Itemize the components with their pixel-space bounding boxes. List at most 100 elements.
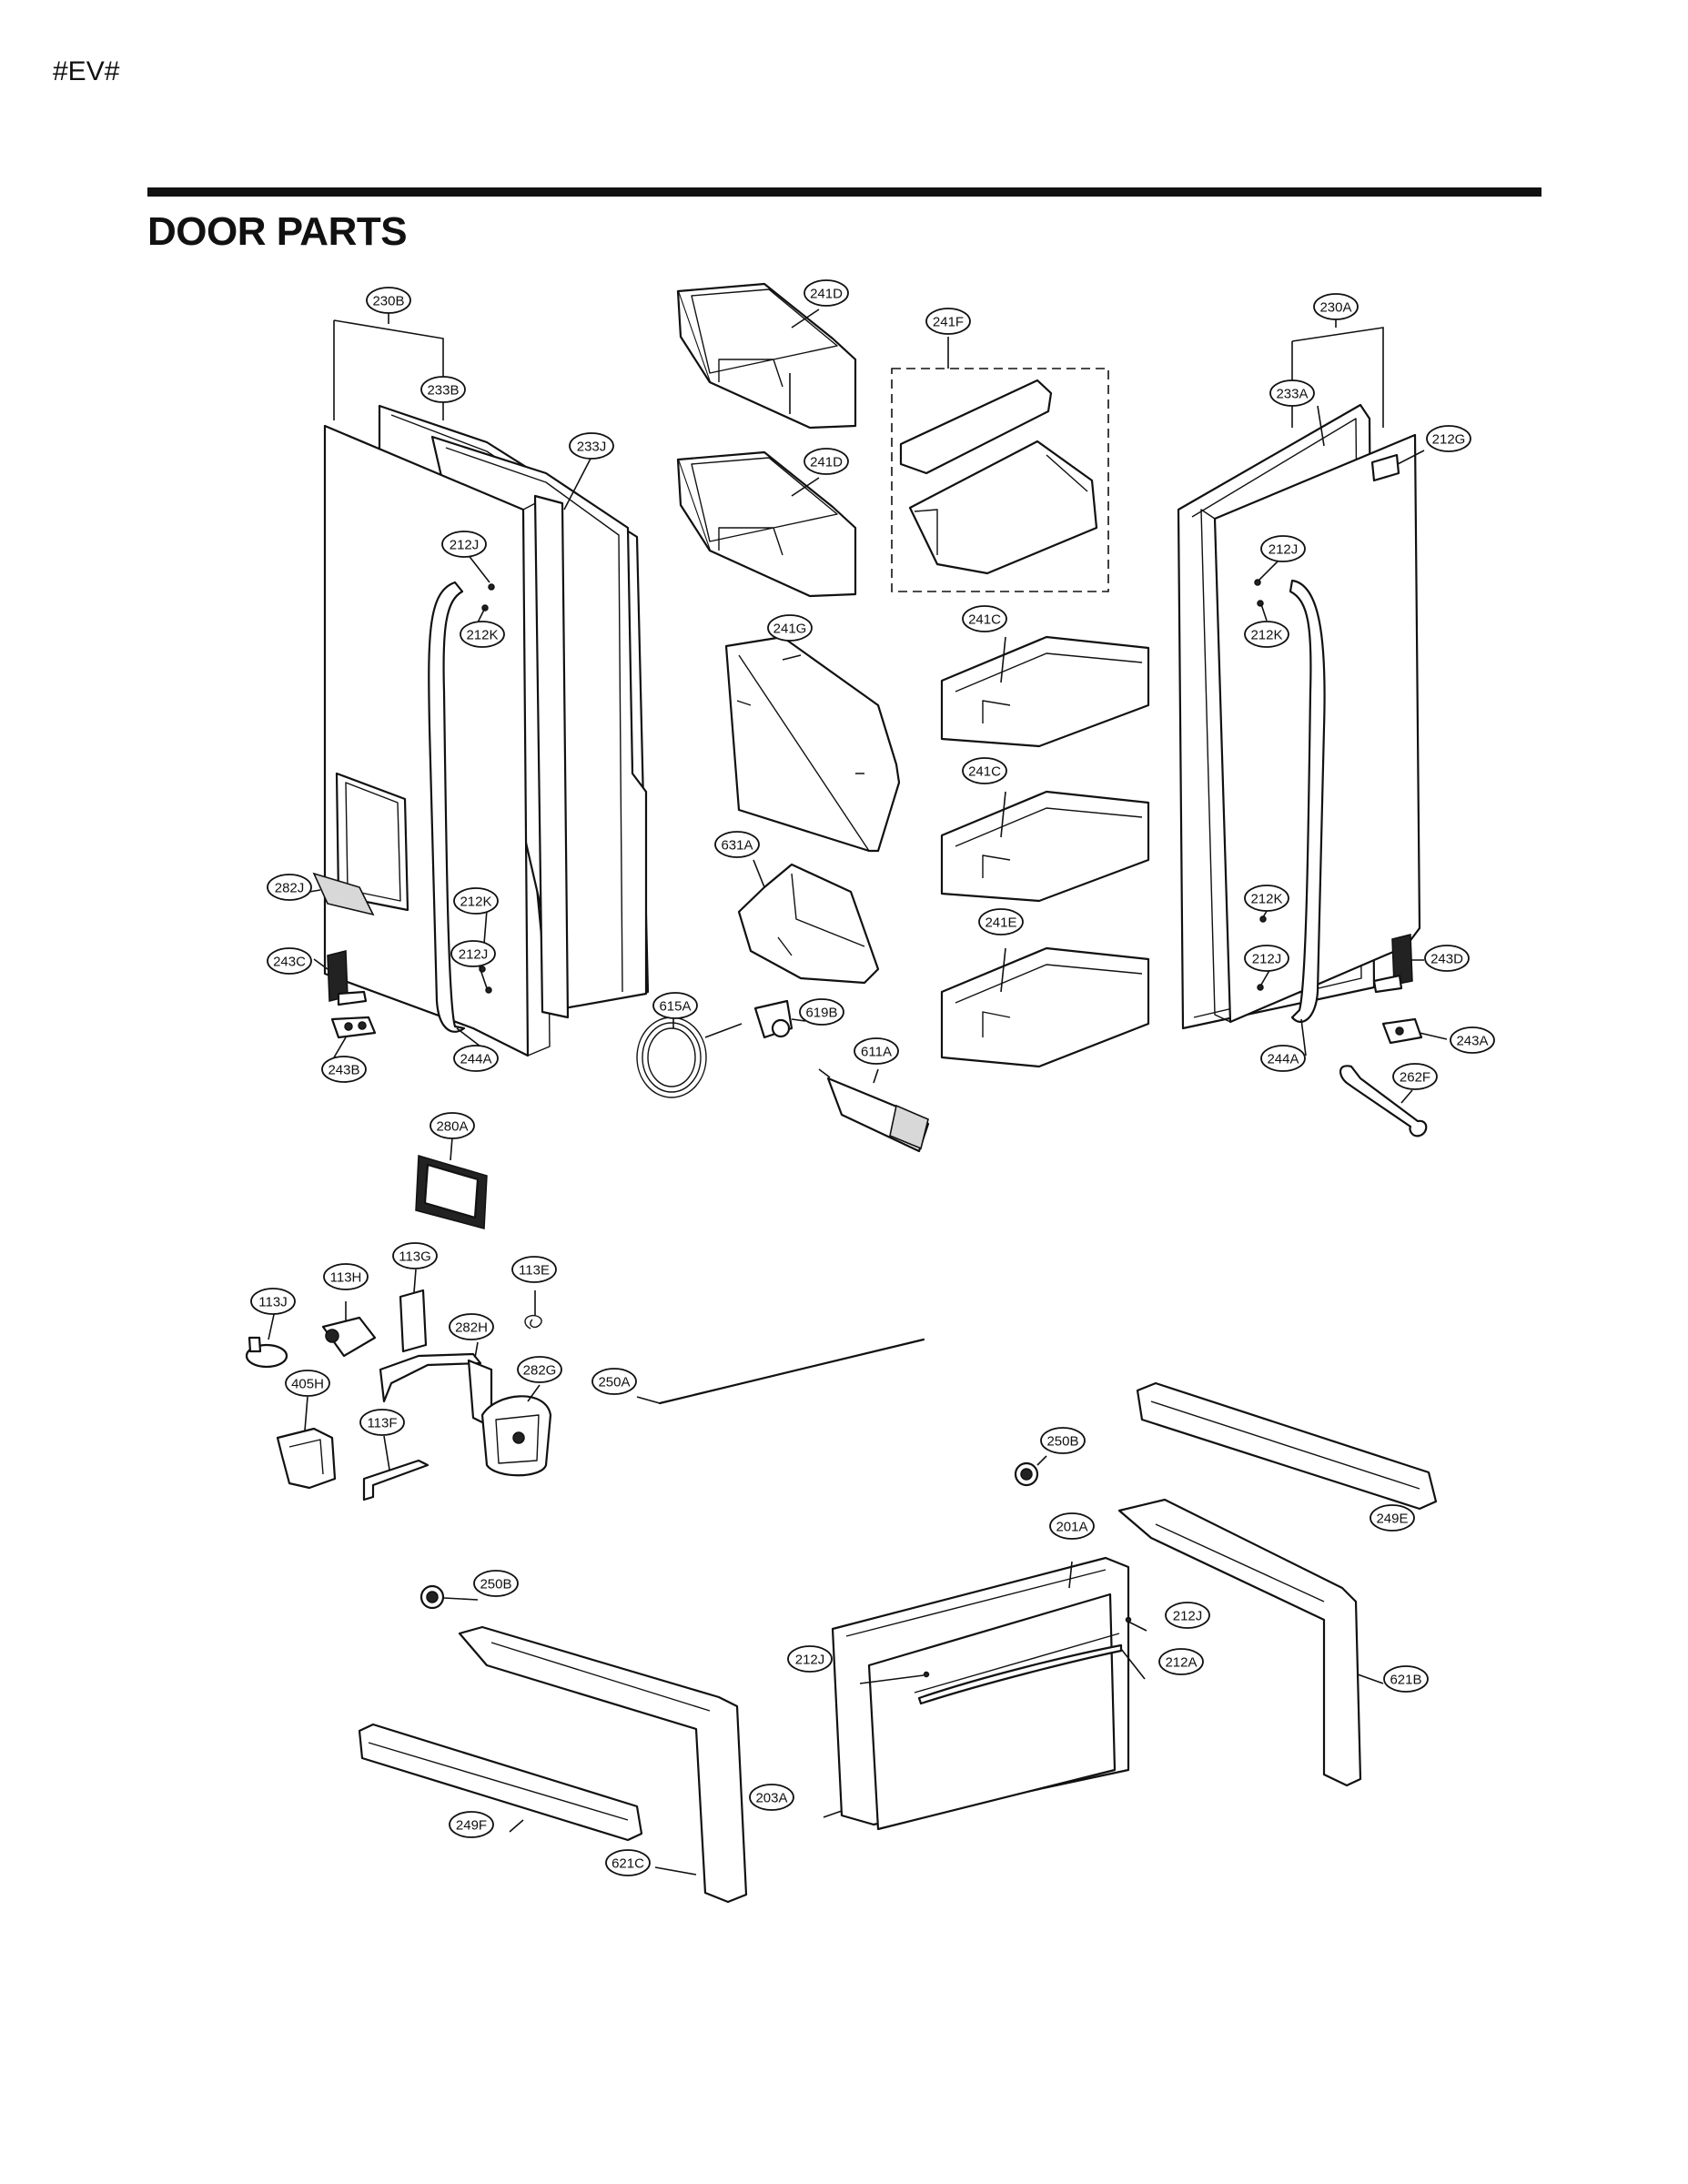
- callout-212k-d: 212K: [1244, 885, 1289, 912]
- callout-212j-d: 212J: [1244, 945, 1289, 972]
- callout-label: 243A: [1456, 1034, 1488, 1049]
- callout-label: 619B: [805, 1006, 837, 1021]
- callout-label: 212J: [450, 538, 480, 553]
- callout-label: 280A: [436, 1119, 468, 1135]
- callout-label: 113F: [367, 1416, 397, 1431]
- callout-249e: 249E: [1370, 1504, 1415, 1532]
- callout-label: 113E: [519, 1263, 550, 1279]
- callout-label: 250A: [598, 1375, 630, 1390]
- callout-212j-a: 212J: [441, 531, 487, 558]
- callout-113g: 113G: [392, 1242, 438, 1269]
- callout-615a: 615A: [652, 992, 698, 1019]
- callout-241f: 241F: [925, 308, 971, 335]
- callout-233b: 233B: [420, 376, 466, 403]
- callout-label: 233B: [427, 383, 459, 399]
- callout-621c: 621C: [605, 1849, 651, 1876]
- callout-201a: 201A: [1049, 1512, 1095, 1540]
- callout-label: 243D: [1430, 952, 1463, 967]
- callout-label: 243C: [273, 955, 306, 970]
- callout-label: 212G: [1432, 432, 1466, 448]
- callout-label: 241C: [968, 612, 1001, 628]
- callout-label: 244A: [460, 1052, 491, 1067]
- callout-label: 241C: [968, 764, 1001, 780]
- callout-label: 249E: [1376, 1512, 1408, 1527]
- dispenser-mechanism-parts: [245, 1269, 552, 1502]
- callout-405h: 405H: [285, 1370, 330, 1397]
- callout-113f: 113F: [359, 1409, 405, 1436]
- callout-243b: 243B: [321, 1056, 367, 1083]
- callout-label: 241D: [810, 455, 843, 470]
- callout-label: 282J: [275, 881, 305, 896]
- callout-282h: 282H: [449, 1313, 494, 1340]
- callout-label: 212A: [1165, 1655, 1197, 1671]
- callout-label: 615A: [659, 999, 691, 1015]
- callout-203a: 203A: [749, 1784, 794, 1811]
- callout-label: 113G: [399, 1249, 431, 1265]
- callout-label: 113H: [330, 1270, 362, 1286]
- callout-243a: 243A: [1450, 1026, 1495, 1054]
- callout-label: 241E: [985, 915, 1016, 931]
- callout-282g: 282G: [517, 1356, 562, 1383]
- callout-243c: 243C: [267, 947, 312, 975]
- callout-label: 262F: [1400, 1070, 1430, 1086]
- callout-label: 249F: [456, 1818, 487, 1834]
- callout-262f: 262F: [1392, 1063, 1438, 1090]
- callout-241d-a: 241D: [804, 279, 849, 307]
- callout-250a: 250A: [591, 1368, 637, 1395]
- callout-631a: 631A: [714, 831, 760, 858]
- callout-241c-b: 241C: [962, 757, 1007, 784]
- callout-label: 212J: [1173, 1609, 1203, 1624]
- callout-212j-b: 212J: [450, 940, 496, 967]
- door-bins: [636, 282, 1150, 1153]
- callout-113j: 113J: [250, 1288, 296, 1315]
- callout-212j-f: 212J: [787, 1645, 833, 1673]
- callout-113e: 113E: [511, 1256, 557, 1283]
- callout-241c-a: 241C: [962, 605, 1007, 632]
- callout-label: 621C: [612, 1856, 644, 1872]
- title-rule: [147, 187, 1541, 197]
- callout-241g: 241G: [767, 614, 813, 642]
- callout-label: 212K: [1250, 892, 1282, 907]
- callout-249f: 249F: [449, 1811, 494, 1838]
- callout-label: 405H: [291, 1377, 324, 1392]
- callout-label: 212J: [1252, 952, 1282, 967]
- callout-label: 244A: [1267, 1052, 1299, 1067]
- callout-label: 212K: [460, 895, 491, 910]
- rod-250a: [636, 1338, 925, 1405]
- callout-241d-b: 241D: [804, 448, 849, 475]
- callout-label: 212K: [1250, 628, 1282, 643]
- callout-230a: 230A: [1313, 293, 1359, 320]
- callout-label: 212J: [1269, 542, 1299, 558]
- callout-label: 212J: [459, 947, 489, 963]
- callout-243d: 243D: [1424, 945, 1470, 972]
- callout-label: 282H: [455, 1320, 488, 1336]
- callout-label: 212K: [466, 628, 498, 643]
- callout-233j: 233J: [569, 432, 614, 460]
- callout-282j: 282J: [267, 874, 312, 901]
- callout-212k-a: 212K: [460, 621, 505, 648]
- callout-label: 233J: [577, 440, 607, 455]
- callout-280a: 280A: [430, 1112, 475, 1139]
- callout-label: 212J: [795, 1653, 825, 1668]
- right-door-assembly: [1177, 317, 1448, 1138]
- cover-280a: [415, 1137, 488, 1229]
- freezer-drawer-parts: [358, 1381, 1438, 1904]
- callout-label: 250B: [480, 1577, 511, 1592]
- callout-212a: 212A: [1158, 1648, 1204, 1675]
- callout-label: 621B: [1390, 1673, 1421, 1688]
- callout-212k-b: 212K: [453, 887, 499, 915]
- callout-212k-c: 212K: [1244, 621, 1289, 648]
- callout-212j-c: 212J: [1260, 535, 1306, 562]
- callout-113h: 113H: [323, 1263, 369, 1290]
- callout-label: 201A: [1056, 1520, 1087, 1535]
- callout-label: 282G: [523, 1363, 557, 1379]
- callout-250b-a: 250B: [1040, 1427, 1086, 1454]
- callout-label: 241G: [773, 622, 807, 637]
- callout-611a: 611A: [854, 1037, 899, 1065]
- callout-label: 243B: [328, 1063, 359, 1078]
- callout-244a-a: 244A: [453, 1045, 499, 1072]
- callout-233a: 233A: [1269, 379, 1315, 407]
- callout-621b: 621B: [1383, 1665, 1429, 1693]
- callout-label: 241F: [933, 315, 964, 330]
